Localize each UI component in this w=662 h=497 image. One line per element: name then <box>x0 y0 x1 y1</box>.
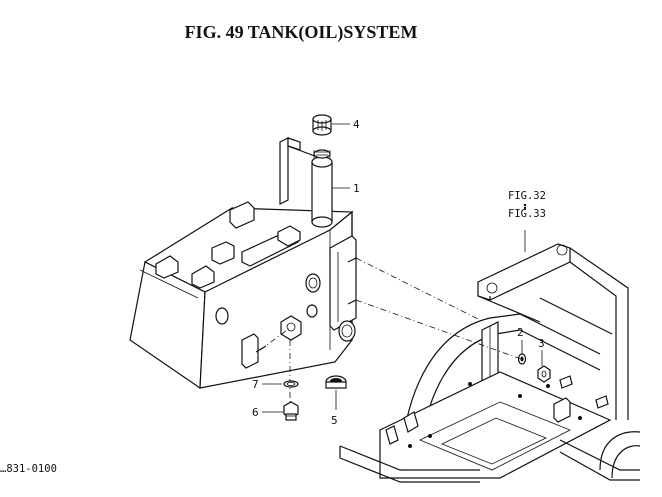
filler-cap <box>312 114 332 136</box>
frame-assembly <box>339 243 641 483</box>
labels: 4 1 2 3 7 6 5 FIG.32 FIG.33 …831-0100 <box>0 118 546 475</box>
oil-tank <box>129 201 357 390</box>
figure-reference-1: FIG.32 <box>508 190 546 202</box>
figure-title: FIG. 49 TANK(OIL)SYSTEM <box>184 22 418 42</box>
footer-code: …831-0100 <box>0 463 57 475</box>
part-number-2: 2 <box>517 326 524 339</box>
part-number-3: 3 <box>538 337 545 350</box>
leader-lines <box>262 123 543 413</box>
part-number-1: 1 <box>353 182 360 195</box>
figure-reference-2: FIG.33 <box>508 208 546 220</box>
mount-hardware <box>517 353 551 383</box>
assembly-centerlines <box>259 257 525 361</box>
reference-dot-top <box>523 203 527 207</box>
filler-neck <box>279 137 333 228</box>
part-number-7: 7 <box>252 378 259 391</box>
part-number-4: 4 <box>353 118 360 131</box>
reference-dot-bottom <box>523 206 527 210</box>
drain-hardware <box>283 340 347 421</box>
part-number-6: 6 <box>252 406 259 419</box>
part-number-5: 5 <box>331 414 338 427</box>
